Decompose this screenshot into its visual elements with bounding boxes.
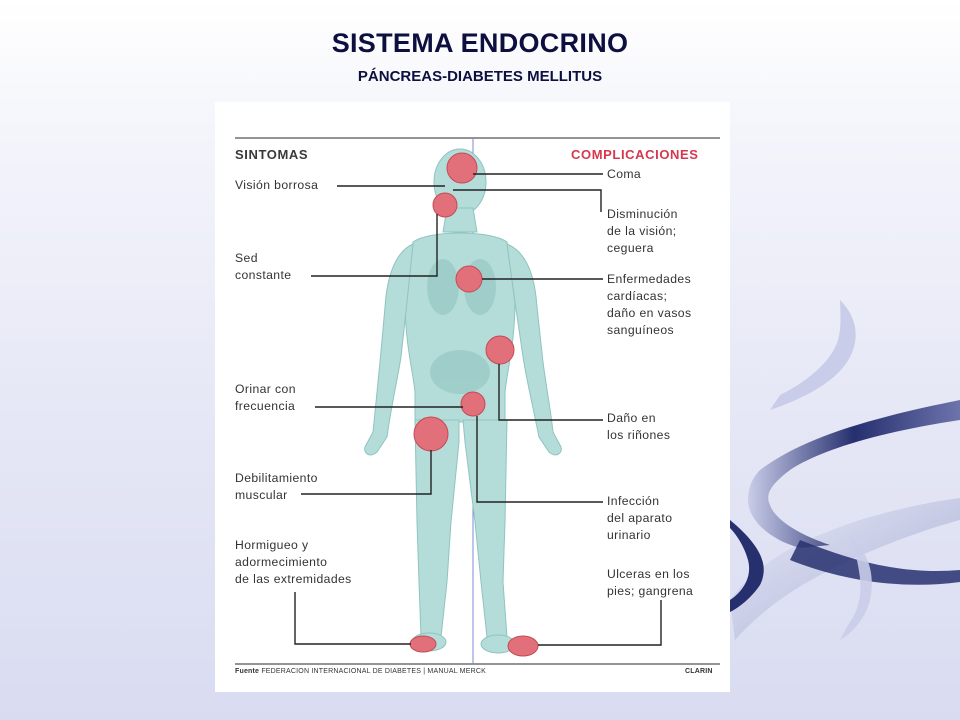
complications-heading: COMPLICACIONES: [571, 147, 699, 162]
credit-label: CLARIN: [685, 668, 713, 675]
complication-urinary-infection: Infección del aparato urinario: [607, 494, 673, 542]
complication-heart-disease: Enfermedades cardíacas; daño en vasos sa…: [607, 272, 692, 337]
diabetes-diagram: SINTOMAS COMPLICACIONES Visión borrosa S…: [215, 102, 730, 692]
source-text: FEDERACION INTERNACIONAL DE DIABETES | M…: [261, 668, 486, 675]
symptom-tingling-numbness: Hormigueo y adormecimiento de las extrem…: [235, 538, 352, 586]
symptoms-heading: SINTOMAS: [235, 147, 309, 162]
left-foot-organ: [409, 635, 437, 653]
symptom-constant-thirst: Sed constante: [235, 251, 292, 282]
credit-footer: CLARIN: [685, 668, 713, 675]
connector-lines: [294, 173, 662, 646]
symptom-muscle-weakness: Debilitamiento muscular: [235, 471, 318, 502]
right-foot-organ: [507, 635, 539, 657]
affected-organs: [409, 152, 539, 657]
source-footer: Fuente FEDERACION INTERNACIONAL DE DIABE…: [235, 668, 486, 675]
complication-vision-loss: Disminución de la visión; ceguera: [607, 207, 678, 255]
slide-subtitle: PÁNCREAS-DIABETES MELLITUS: [357, 68, 603, 85]
slide-title: SISTEMA ENDOCRINO: [331, 28, 629, 58]
complication-kidney-damage: Daño en los riñones: [607, 411, 671, 442]
complication-coma: Coma: [607, 167, 642, 181]
kidney-organ: [485, 335, 515, 365]
brain-organ: [446, 152, 478, 184]
source-label: Fuente: [235, 668, 260, 675]
bladder-organ: [460, 391, 486, 417]
symptom-frequent-urination: Orinar con frecuencia: [235, 382, 296, 413]
symptom-blurred-vision: Visión borrosa: [235, 178, 319, 192]
heart-organ: [455, 265, 483, 293]
thigh-muscle-organ: [413, 416, 449, 452]
mouth-organ: [432, 192, 458, 218]
complication-foot-ulcers: Ulceras en los pies; gangrena: [607, 567, 694, 598]
diagram-graphics: [235, 137, 720, 665]
